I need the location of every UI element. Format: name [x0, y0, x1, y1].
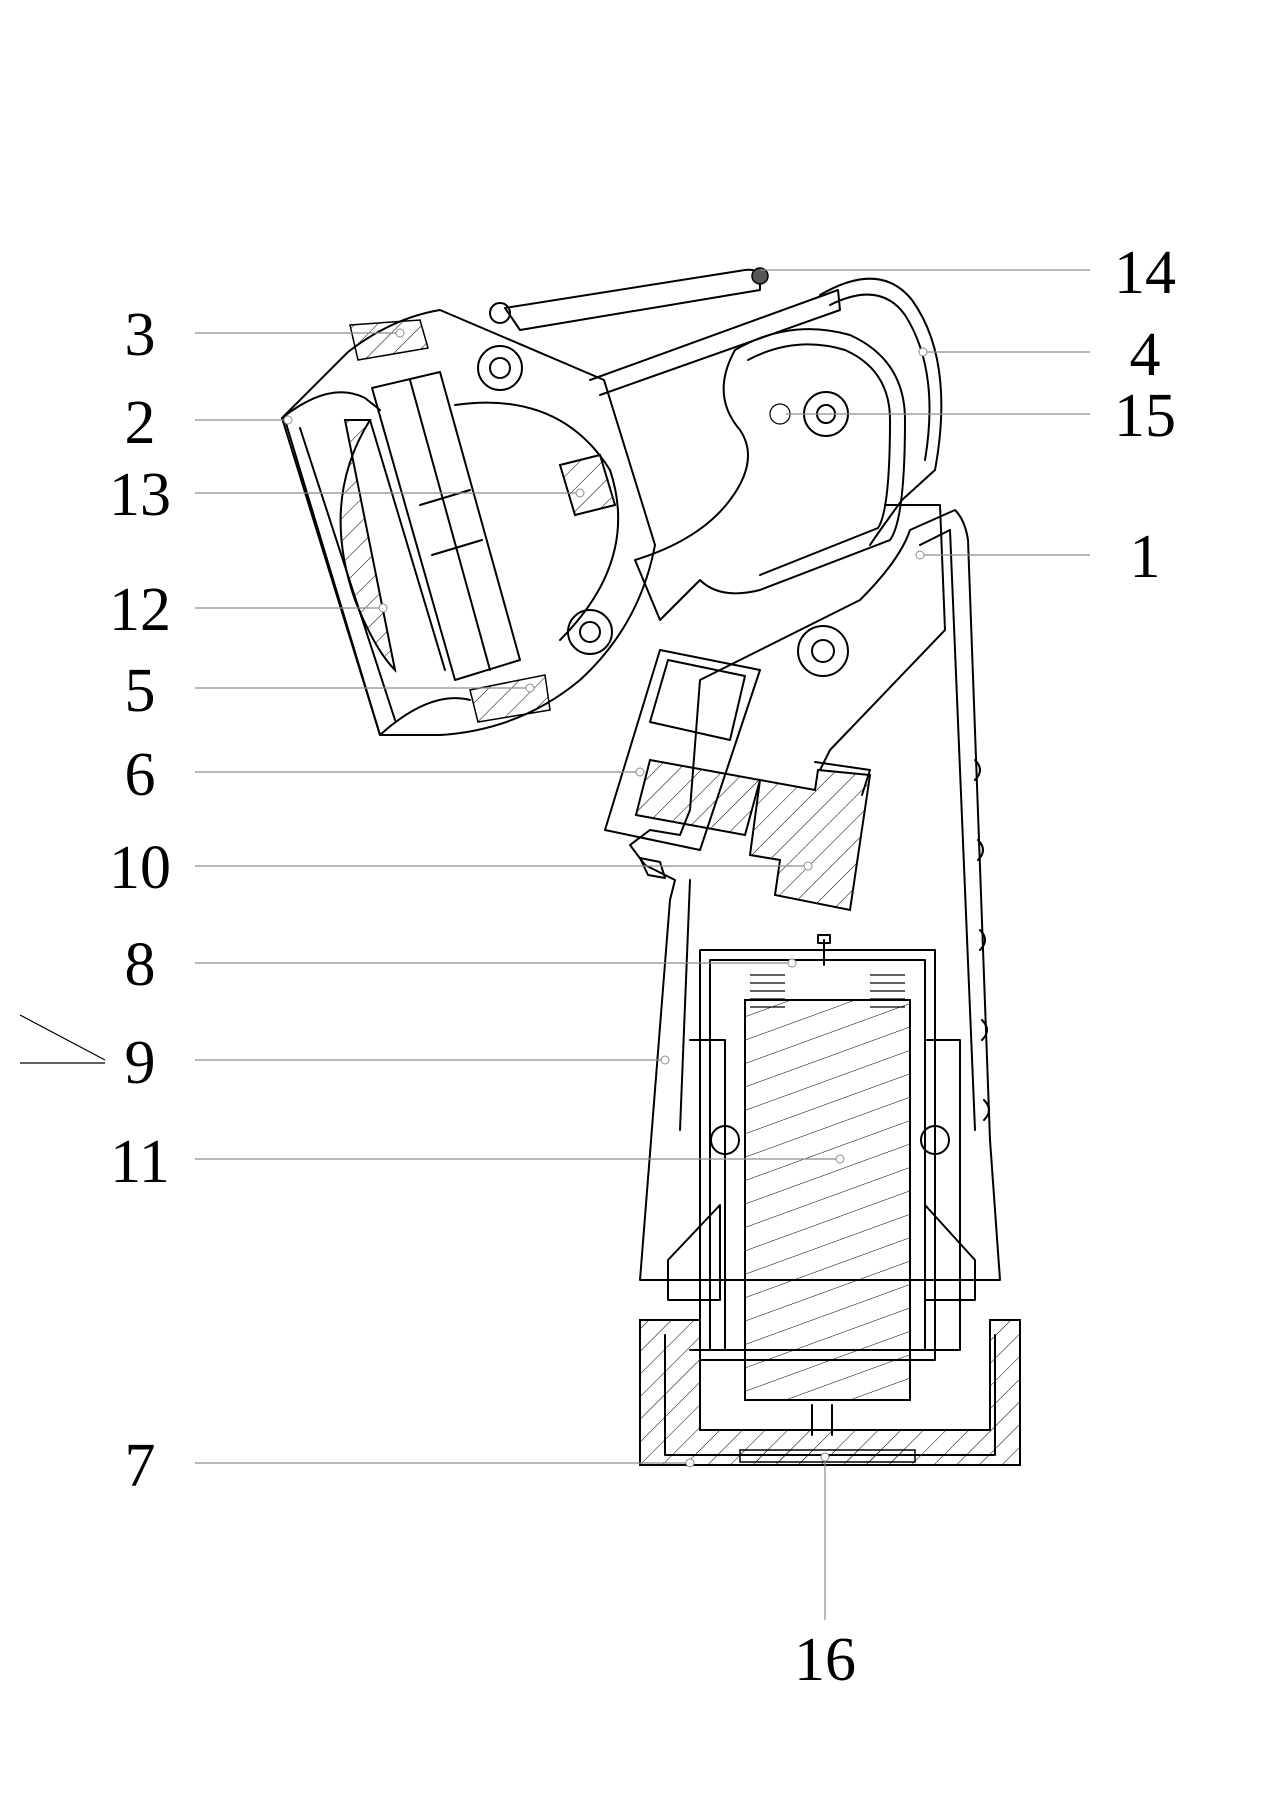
- label-1: 1: [1130, 523, 1161, 591]
- pivot-cover: [819, 277, 943, 546]
- spring-left: [750, 974, 785, 1008]
- label-4: 4: [1130, 321, 1161, 389]
- handle-axle-outer: [797, 625, 849, 677]
- handle-body: [629, 504, 1001, 1281]
- guide-boss-left: [710, 1125, 740, 1155]
- battery-chamber: [699, 949, 936, 1361]
- label-2: 2: [125, 389, 156, 457]
- reference-numerals: 3 2 13 12 5 6 10 8 9 11 7 14 4 15 1 16: [109, 239, 1176, 1694]
- guide-foot-right: [924, 1204, 976, 1301]
- battery-cell: [744, 999, 911, 1401]
- spring-right: [870, 974, 905, 1008]
- holder-rib-1: [419, 489, 471, 506]
- handle-shell-inner-right: [919, 529, 976, 1131]
- battery-compartment: [667, 934, 976, 1401]
- grip-ridges: [974, 759, 990, 1121]
- label-16: 16: [794, 1626, 856, 1694]
- lamp-head: [281, 302, 656, 736]
- lens-holder-line: [369, 419, 446, 671]
- contact-tip: [817, 934, 831, 944]
- switch-housing: [604, 649, 761, 851]
- switch-button: [634, 758, 762, 837]
- label-11: 11: [110, 1128, 170, 1196]
- reflector-lip-top: [281, 391, 381, 419]
- internal-frame: [819, 504, 946, 771]
- lens-holder-mid: [409, 379, 491, 671]
- bezel-top: [349, 319, 429, 361]
- label-8: 8: [125, 931, 156, 999]
- reflector-lip-bottom: [379, 697, 471, 736]
- screw-top-inner: [489, 357, 511, 379]
- switch-contact: [639, 857, 666, 879]
- label-12: 12: [109, 576, 171, 644]
- label-3: 3: [125, 301, 156, 369]
- charge-port: [811, 1404, 833, 1436]
- holder-rib-2: [431, 539, 483, 556]
- guide-boss-right: [920, 1125, 950, 1155]
- stray-mark: [19, 1014, 106, 1064]
- parabolic-reflector: [454, 401, 620, 641]
- label-5: 5: [125, 657, 156, 725]
- rotation-knob-inner: [747, 343, 891, 576]
- switch-cap: [649, 659, 746, 741]
- label-14: 14: [1114, 239, 1176, 307]
- label-10: 10: [109, 834, 171, 902]
- screw-top-outer: [477, 345, 523, 391]
- bezel-bottom: [469, 674, 551, 723]
- strap-lower: [589, 289, 841, 396]
- guide-foot-left: [667, 1204, 721, 1301]
- screw-bottom-outer: [567, 609, 613, 655]
- guide-left: [689, 1039, 726, 1351]
- rotation-knob: [634, 328, 906, 621]
- label-15: 15: [1114, 382, 1176, 450]
- leader-lines: [195, 269, 1090, 1620]
- label-9: 9: [125, 1029, 156, 1097]
- strap-arm: [504, 268, 761, 331]
- lens-frame-outer: [281, 417, 381, 736]
- pivot-pin: [751, 267, 769, 285]
- lens-holder: [371, 371, 521, 681]
- end-cap-shell: [639, 1319, 1021, 1466]
- reflector-body: [281, 309, 656, 736]
- actuator-tab: [814, 761, 871, 796]
- led-module: [558, 453, 617, 517]
- switch-assembly: [604, 649, 872, 912]
- label-6: 6: [125, 741, 156, 809]
- handle-shell-inner-left: [679, 879, 691, 1131]
- switch-actuator: [748, 768, 872, 912]
- handle-shell: [629, 509, 1001, 1281]
- pivot-housing: [634, 277, 943, 621]
- label-13: 13: [109, 461, 171, 529]
- handle-axle-inner: [811, 639, 835, 663]
- label-7: 7: [125, 1432, 156, 1500]
- screw-bottom-inner: [579, 621, 601, 643]
- lanyard-loop: [489, 302, 511, 324]
- guide-right: [924, 1039, 961, 1351]
- hinge-strap: [504, 267, 841, 396]
